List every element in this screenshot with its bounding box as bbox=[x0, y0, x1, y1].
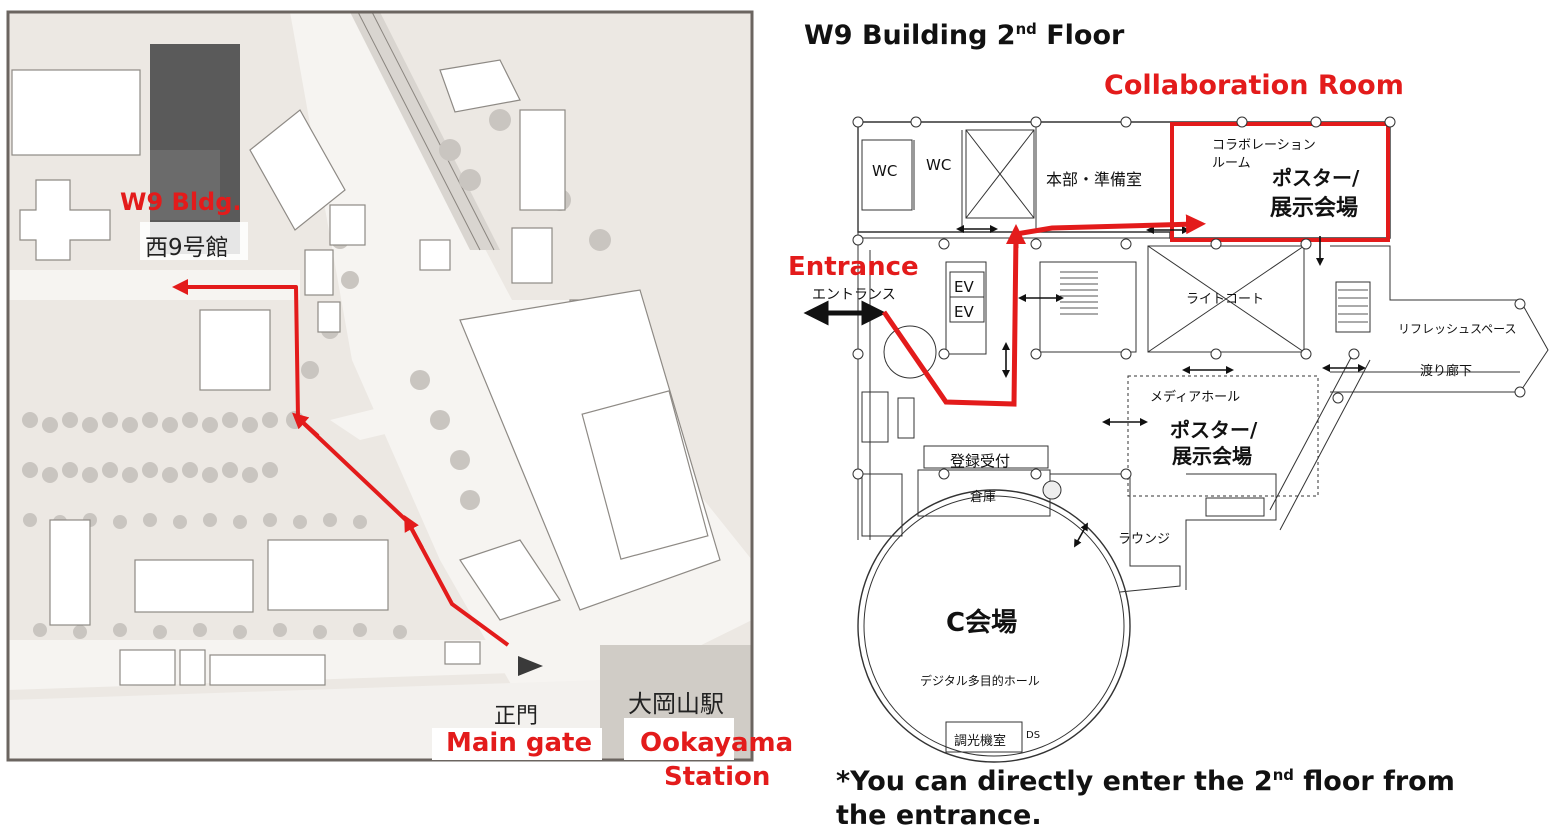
poster-area-2-line1: ポスター/ bbox=[1170, 418, 1258, 442]
floor-plan-arrows bbox=[956, 225, 1366, 548]
floor-route-path bbox=[881, 214, 1206, 407]
main-gate-label: Main gate bbox=[446, 728, 593, 758]
light-court-label: ライトコート bbox=[1186, 292, 1265, 307]
route-path bbox=[172, 279, 510, 647]
registration-label: 登録受付 bbox=[950, 452, 1011, 470]
hall-c-label: C会場 bbox=[946, 608, 1018, 638]
station-jp-label: 大岡山駅 bbox=[628, 690, 724, 718]
station-label-line2: Station bbox=[664, 762, 771, 792]
collab-jp-label-1: コラボレーション bbox=[1212, 138, 1316, 153]
corridor-label: 渡り廊下 bbox=[1420, 364, 1473, 379]
lounge-label: ラウンジ bbox=[1118, 532, 1171, 547]
floor-plan-title: W9 Building 2nd Floor bbox=[804, 20, 1125, 51]
ds-label: DS bbox=[1026, 730, 1041, 741]
storage-label: 倉庫 bbox=[970, 490, 997, 505]
entrance-jp-label: エントランス bbox=[812, 287, 896, 303]
w9-bldg-jp-label: 西9号館 bbox=[145, 235, 229, 261]
wc-label-1: WC bbox=[872, 162, 898, 180]
main-gate-jp-label: 正門 bbox=[494, 704, 539, 729]
refresh-space-label: リフレッシュスペース bbox=[1398, 322, 1517, 336]
dimmer-room-label: 調光機室 bbox=[954, 734, 1007, 749]
poster-area-1-line1: ポスター/ bbox=[1272, 166, 1360, 190]
entrance-note-line1: *You can directly enter the 2nd floor fr… bbox=[836, 766, 1455, 797]
floor-plan-panel bbox=[852, 116, 1549, 763]
headquarters-label: 本部・準備室 bbox=[1046, 170, 1143, 189]
station-label-line1: Ookayama bbox=[640, 728, 794, 758]
poster-area-2-line2: 展示会場 bbox=[1172, 444, 1252, 468]
entrance-note-line2: the entrance. bbox=[836, 800, 1042, 831]
w9-bldg-label: W9 Bldg. bbox=[120, 188, 242, 216]
main-gate-arrow-icon bbox=[518, 656, 543, 676]
collab-jp-label-2: ルーム bbox=[1212, 156, 1251, 171]
campus-map-panel bbox=[6, 10, 754, 762]
digital-hall-label: デジタル多目的ホール bbox=[920, 674, 1040, 688]
collaboration-room-title: Collaboration Room bbox=[1104, 70, 1404, 101]
entrance-label: Entrance bbox=[788, 252, 919, 282]
ev-label-1: EV bbox=[954, 278, 974, 296]
poster-area-1-line2: 展示会場 bbox=[1270, 196, 1359, 221]
ev-label-2: EV bbox=[954, 303, 974, 321]
wc-label-2: WC bbox=[926, 156, 952, 174]
media-hall-label: メディアホール bbox=[1150, 390, 1241, 405]
